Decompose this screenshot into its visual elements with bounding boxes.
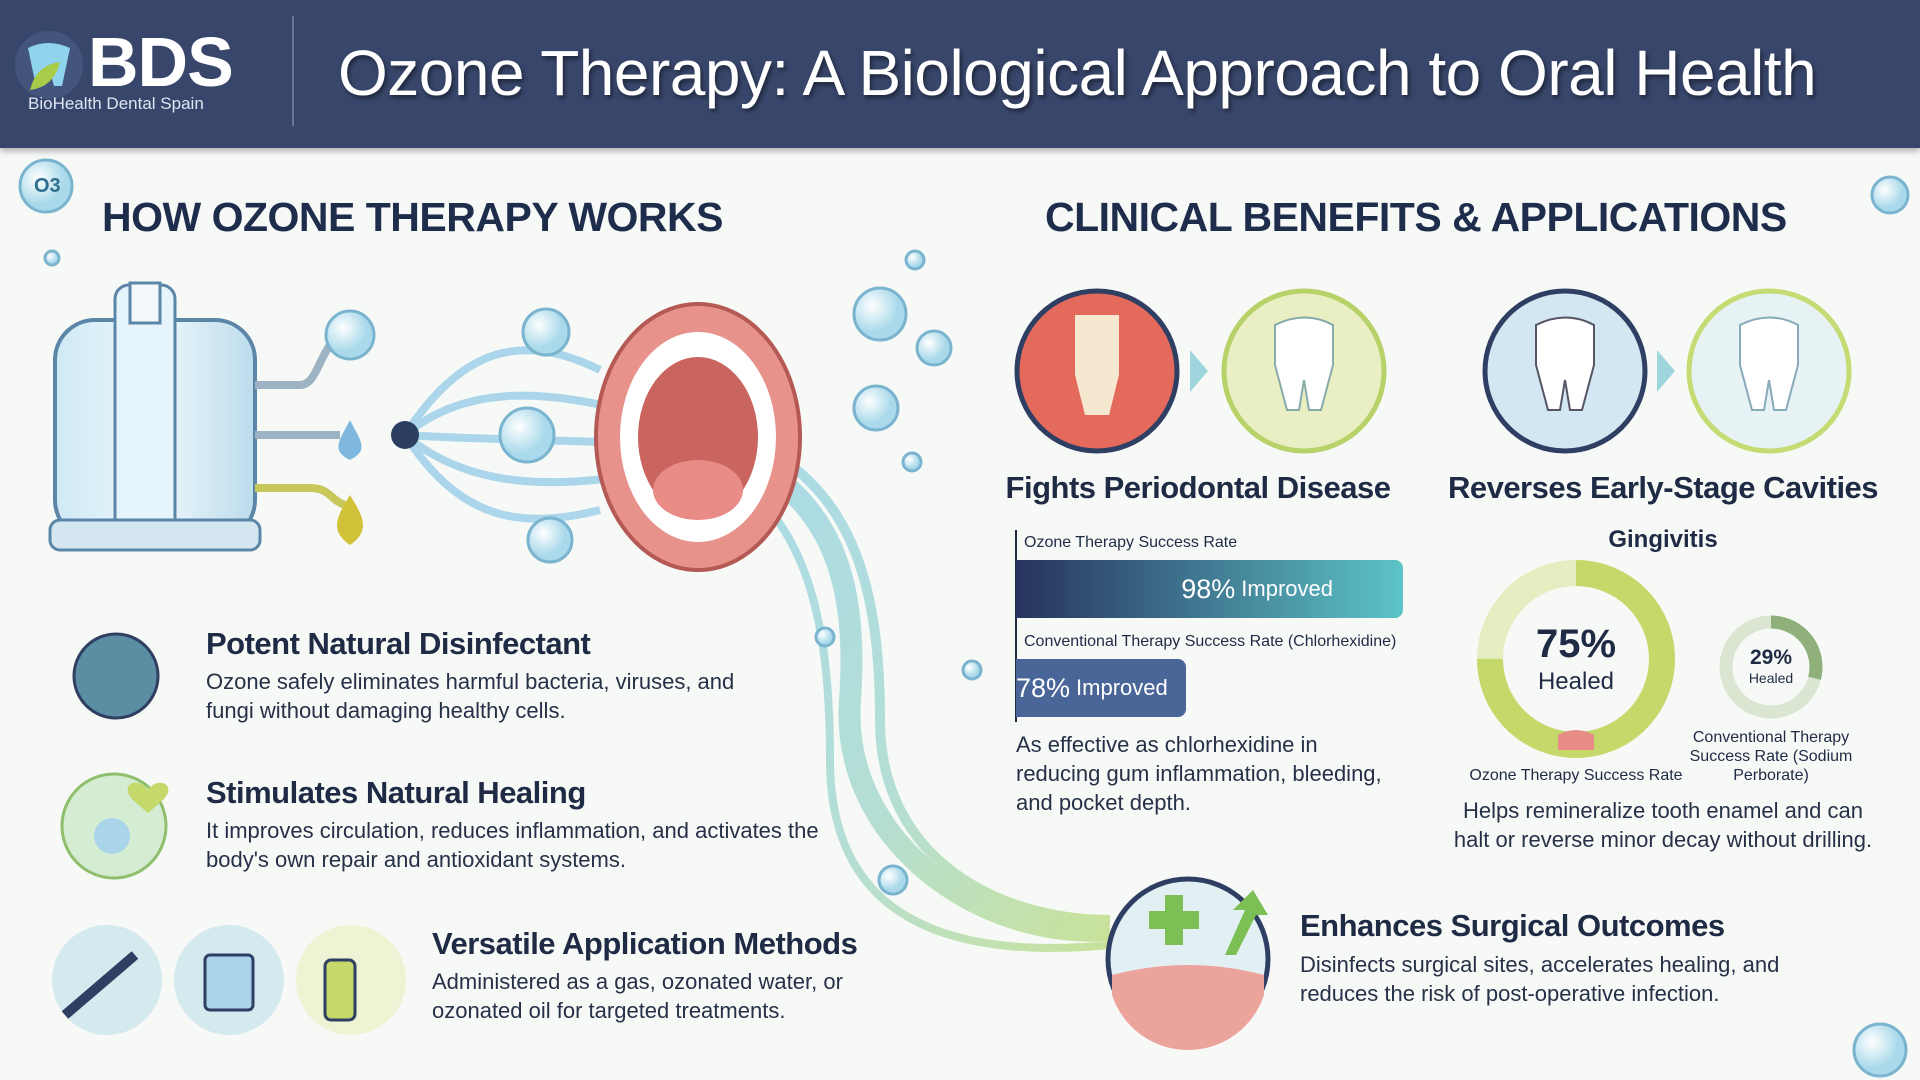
logo-subtitle: BioHealth Dental Spain [28,94,204,113]
bar-value: 98% [1181,573,1236,604]
feature-icons [52,632,406,1035]
tooth-progress-circles [1014,288,1852,454]
feature-body-disinfectant: Ozone safely eliminates harmful bacteria… [206,669,735,723]
logo-text: BDS [88,23,234,101]
feature-title-healing: Stimulates Natural Healing [206,775,586,810]
surgical-body: Disinfects surgical sites, accelerates h… [1300,952,1780,1006]
tooth-gum-icon [1558,730,1594,750]
bar-label-conventional: Conventional Therapy Success Rate (Chlor… [1024,633,1397,650]
bar-suffix: Improved [1241,576,1333,601]
bar-conventional: 78%Improved [1016,659,1186,717]
donut-conventional-word: Healed [1748,670,1794,686]
donut-ozone-word: Healed [1537,668,1615,695]
surgical-site-icon [1105,876,1271,1051]
bar-label-ozone: Ozone Therapy Success Rate [1024,534,1238,551]
bar-ozone: 98%Improved [1016,560,1403,618]
header-divider [292,16,294,126]
feature-title-disinfectant: Potent Natural Disinfectant [206,626,591,661]
o3-bubble-label: O3 [34,175,61,197]
tooth-leaf-logo-icon [15,31,83,99]
donut-ozone-pct: 75% [1535,622,1617,666]
feature-body-application: Administered as a gas, ozonated water, o… [432,969,843,1023]
donut-conventional-pct: 29% [1749,646,1793,669]
periodontal-title: Fights Periodontal Disease [1005,470,1391,505]
periodontal-body: As effective as chlorhexidine in reducin… [1016,732,1382,815]
bar-value: 78% [1016,672,1071,703]
ozone-generator-illustration [48,281,419,552]
surgical-title: Enhances Surgical Outcomes [1300,908,1725,943]
feature-body-healing: It improves circulation, reduces inflamm… [206,818,819,872]
cavities-body: Helps remineralize tooth enamel and can … [1453,798,1873,852]
page-title: Ozone Therapy: A Biological Approach to … [338,37,1817,109]
donut-ozone-label: Ozone Therapy Success Rate [1469,767,1683,784]
donut-conventional-arc [1719,615,1823,719]
header-bar: BDS BioHealth Dental Spain Ozone Therapy… [0,0,1920,148]
donut-charts [1477,560,1823,758]
gingivitis-subtitle: Gingivitis [1608,526,1718,553]
cavities-title: Reverses Early-Stage Cavities [1447,470,1879,505]
bar-suffix: Improved [1076,675,1168,700]
feature-title-application: Versatile Application Methods [432,926,858,961]
clinical-benefits-heading: CLINICAL BENEFITS & APPLICATIONS [1045,194,1787,240]
how-it-works-heading: HOW OZONE THERAPY WORKS [102,194,723,240]
bar-axis [1015,530,1017,722]
o3-bubbles [18,158,1910,1078]
open-mouth-illustration [594,302,802,572]
donut-conventional-label: Conventional Therapy Success Rate (Sodiu… [1689,729,1853,784]
